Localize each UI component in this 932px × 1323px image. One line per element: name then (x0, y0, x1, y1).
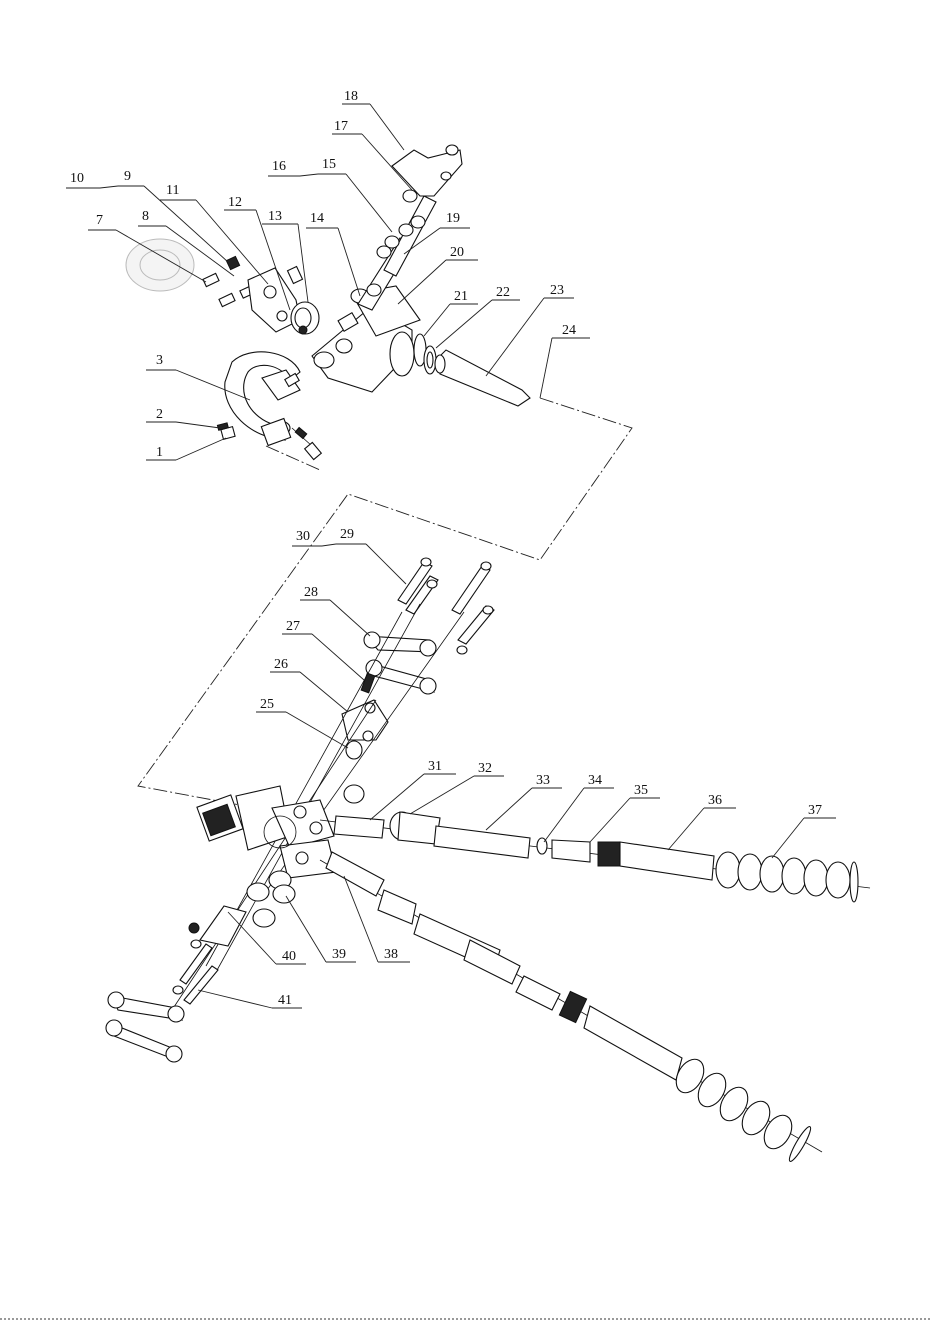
callout-29: 29 (340, 527, 354, 542)
callout-15: 15 (322, 157, 336, 172)
callout-33: 33 (536, 773, 550, 788)
callout-19: 19 (446, 211, 460, 226)
head-assembly (126, 145, 530, 460)
callout-38: 38 (384, 947, 398, 962)
upper-links (358, 145, 462, 310)
callout-2: 2 (156, 407, 163, 422)
callout-10: 10 (70, 171, 84, 186)
callout-36: 36 (708, 793, 722, 808)
callout-28: 28 (304, 585, 318, 600)
callout-41: 41 (278, 993, 292, 1008)
callout-16: 16 (272, 159, 286, 174)
callout-26: 26 (274, 657, 288, 672)
callout-40: 40 (282, 949, 296, 964)
callout-27: 27 (286, 619, 300, 634)
callout-11: 11 (166, 183, 179, 198)
callout-7: 7 (96, 213, 103, 228)
callout-30: 30 (296, 529, 310, 544)
pin-set-lower (173, 906, 246, 1004)
callout-25: 25 (260, 697, 274, 712)
handle-lower (320, 852, 822, 1163)
callout-1: 1 (156, 445, 163, 460)
lower-side-plates (106, 992, 184, 1062)
grip-lower (671, 1054, 814, 1163)
callout-22: 22 (496, 285, 510, 300)
callout-17: 17 (334, 119, 348, 134)
callout-32: 32 (478, 761, 492, 776)
spring-pin (292, 427, 321, 459)
handle-upper (320, 812, 870, 902)
c-head-frame (225, 352, 300, 446)
callout-23: 23 (550, 283, 564, 298)
callout-34: 34 (588, 773, 602, 788)
callout-8: 8 (142, 209, 149, 224)
grip-upper (716, 852, 858, 902)
callout-18: 18 (344, 89, 358, 104)
callout-9: 9 (124, 169, 131, 184)
ratchet-body (197, 786, 336, 878)
callout-37: 37 (808, 803, 822, 818)
callout-21: 21 (454, 289, 468, 304)
side-plates (364, 632, 436, 694)
callout-13: 13 (268, 209, 282, 224)
callout-3: 3 (156, 353, 163, 368)
callout-35: 35 (634, 783, 648, 798)
callout-12: 12 (228, 195, 242, 210)
callout-31: 31 (428, 759, 442, 774)
die-preview-image (126, 239, 194, 291)
callout-20: 20 (450, 245, 464, 260)
callout-39: 39 (332, 947, 346, 962)
callout-24: 24 (562, 323, 576, 338)
lower-assembly (106, 558, 870, 1163)
callout-14: 14 (310, 211, 324, 226)
assembly-path-line (138, 398, 632, 808)
bushing (291, 302, 319, 334)
washers-pin (414, 334, 530, 406)
